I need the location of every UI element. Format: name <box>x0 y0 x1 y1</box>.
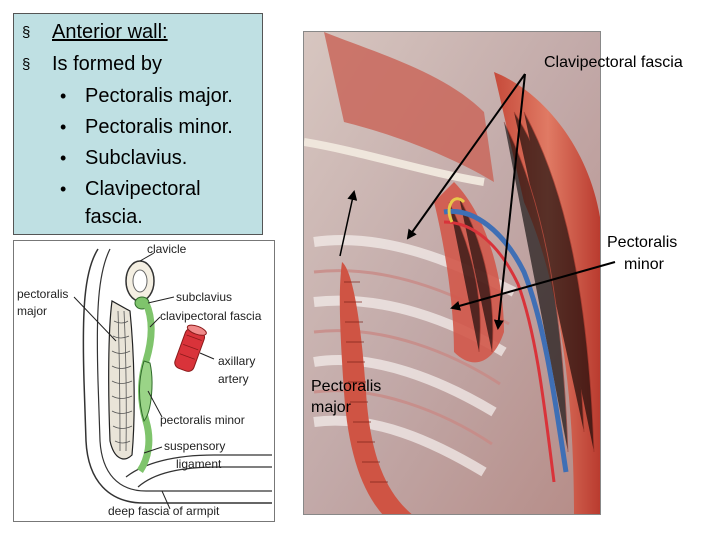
intro-text: Is formed by <box>52 53 163 75</box>
label-pectoralis-major-photo: Pectoralis <box>311 378 382 395</box>
label-axillary: axillary <box>218 354 256 368</box>
bullet-item: Pectoralis major. <box>85 85 233 107</box>
arrow-pectoralis-major <box>339 190 358 257</box>
bullet-icon: • <box>60 86 67 106</box>
bullet-icon: • <box>60 148 67 168</box>
anatomy-illustration <box>303 31 601 515</box>
bullet-item: Pectoralis minor. <box>85 116 233 138</box>
arrow-clavipectoral-2 <box>493 73 526 330</box>
label-artery: artery <box>218 372 249 386</box>
label-pectoralis-minor-photo-2: minor <box>624 256 665 273</box>
label-clavipectoral-fascia-photo: Clavipectoral fascia <box>544 54 683 71</box>
label-deep-fascia: deep fascia of armpit <box>108 504 220 518</box>
square-bullet-icon: § <box>22 56 31 73</box>
bullet-item-continuation: fascia. <box>85 206 143 228</box>
label-pectoralis-minor: pectoralis minor <box>160 413 245 427</box>
label-clavicle: clavicle <box>147 242 187 256</box>
cross-section-drawing <box>73 248 272 510</box>
bullet-item: Clavipectoral <box>85 178 201 200</box>
slide-heading: Anterior wall: <box>52 21 168 43</box>
text-panel <box>13 13 263 235</box>
bullet-icon: • <box>60 117 67 137</box>
arrow-clavipectoral-1 <box>406 73 526 240</box>
label-pectoralis-minor-photo: Pectoralis <box>607 234 678 251</box>
label-ligament: ligament <box>176 457 222 471</box>
label-pectoralis-major-photo-2: major <box>311 399 352 416</box>
label-pectoralis-major-2: major <box>17 304 48 318</box>
arrow-pectoralis-minor <box>450 261 616 311</box>
bullet-item: Subclavius. <box>85 147 188 169</box>
label-suspensory: suspensory <box>164 439 226 453</box>
square-bullet-icon: § <box>22 24 31 41</box>
label-clavipectoral-fascia: clavipectoral fascia <box>160 309 262 323</box>
label-pectoralis-major: pectoralis <box>17 287 69 301</box>
bullet-icon: • <box>60 179 67 199</box>
cross-section-figure <box>13 240 275 522</box>
label-subclavius: subclavius <box>176 290 233 304</box>
